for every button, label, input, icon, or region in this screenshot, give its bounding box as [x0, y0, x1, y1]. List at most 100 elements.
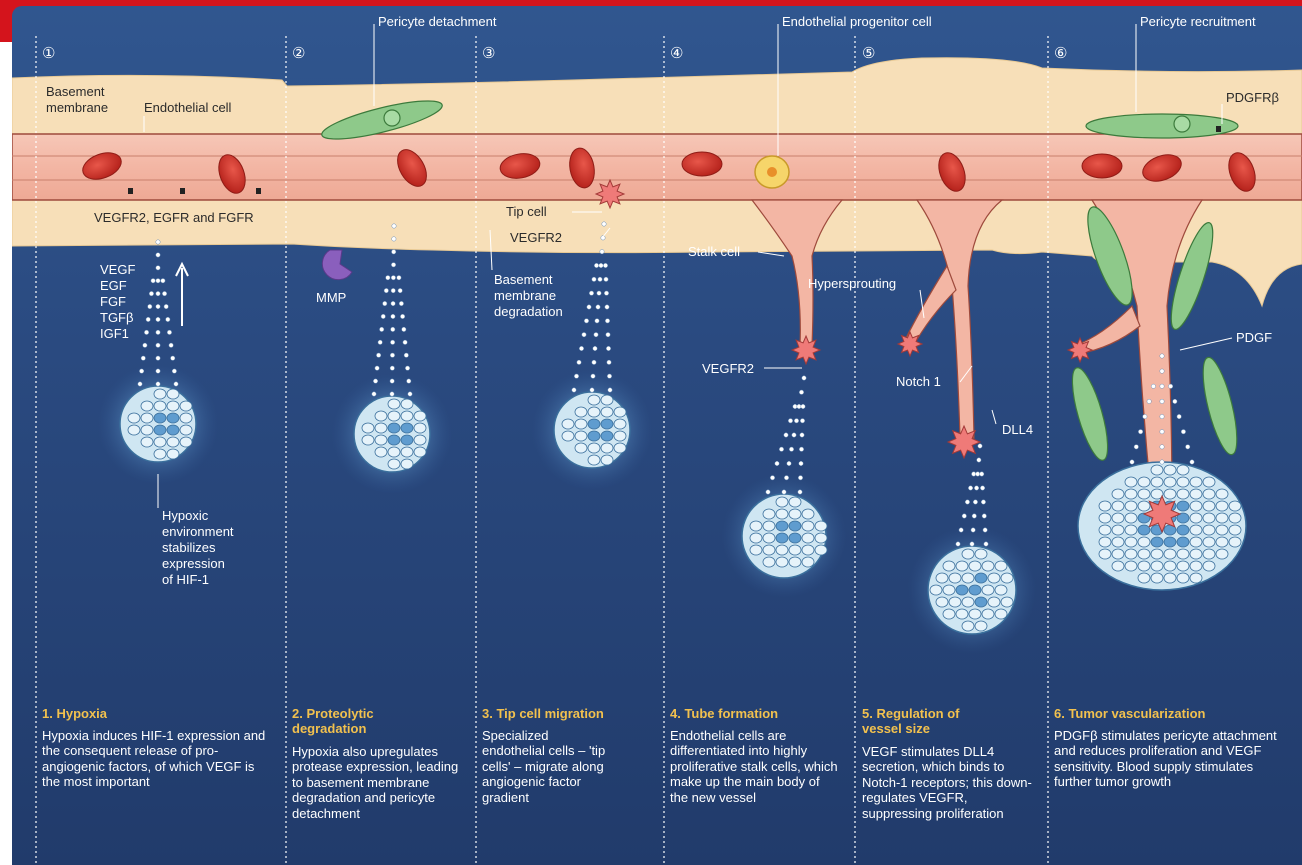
- tumor-cell: [128, 413, 140, 423]
- factor-dot: [375, 366, 379, 370]
- factor-dot: [606, 346, 610, 350]
- tumor-cell: [956, 561, 968, 571]
- tumor-cell: [167, 413, 179, 423]
- factor-dot: [798, 490, 802, 494]
- factor-dot: [390, 340, 394, 344]
- tumor-cell: [988, 573, 1000, 583]
- label-endothelial-progenitor: Endothelial progenitor cell: [782, 14, 932, 29]
- tumor-cell: [975, 621, 987, 631]
- factor-dot: [1147, 399, 1151, 403]
- tumor-cell: [1203, 501, 1215, 511]
- factor-dot: [156, 266, 160, 270]
- caption-title-5: 5. Regulation of vessel size: [862, 706, 992, 736]
- factor-dot: [593, 346, 597, 350]
- label-basement-1: Basement: [46, 84, 105, 99]
- factor-dot: [597, 291, 601, 295]
- caption-body-3: Specialized endothelial cells – 'tip cel…: [482, 728, 606, 805]
- factor-dot: [582, 332, 586, 336]
- factor-dot: [784, 476, 788, 480]
- factor-dot: [139, 369, 143, 373]
- tumor-cell: [1203, 549, 1215, 559]
- tumor-cell: [167, 449, 179, 459]
- tumor-cell: [1203, 477, 1215, 487]
- factor-dot: [156, 356, 160, 360]
- tumor-cell: [1203, 489, 1215, 499]
- tumor-cell: [414, 423, 426, 433]
- growth-factor-dots: [138, 222, 1194, 546]
- caption-title-2: 2. Proteolytic degradation: [292, 706, 402, 736]
- factor-dot: [146, 317, 150, 321]
- tumor-cell: [956, 585, 968, 595]
- factor-dot: [156, 369, 160, 373]
- tumor-cell: [1177, 537, 1189, 547]
- factor-dot: [594, 263, 598, 267]
- factor-dot: [386, 275, 390, 279]
- tumor-cell: [1177, 561, 1189, 571]
- tumor-cell: [128, 425, 140, 435]
- tumor-cell: [815, 545, 827, 555]
- tumor-cell: [988, 597, 1000, 607]
- factor-dot: [770, 476, 774, 480]
- tumor-cell: [180, 437, 192, 447]
- tumor-cell: [776, 509, 788, 519]
- factor-dot: [1190, 460, 1194, 464]
- tumor-cell: [1151, 549, 1163, 559]
- tumor-cell: [995, 609, 1007, 619]
- tumor-cell: [1125, 489, 1137, 499]
- tumor-cell: [776, 533, 788, 543]
- tumor-cell: [789, 521, 801, 531]
- tip-cell: [596, 180, 624, 208]
- tumor-cell: [802, 509, 814, 519]
- factor-dot: [977, 458, 981, 462]
- factor-dot: [391, 327, 395, 331]
- factor-dot: [156, 253, 160, 257]
- factor-dot: [390, 392, 394, 396]
- pericyte-left-2: [1065, 365, 1115, 464]
- label-pdgf: PDGF: [1236, 330, 1272, 345]
- factor-dot: [392, 224, 396, 228]
- tumor-cell: [1125, 549, 1137, 559]
- factor-dot: [607, 374, 611, 378]
- tumor-cell: [1216, 513, 1228, 523]
- tumor-cell: [1229, 537, 1241, 547]
- tumor-cell: [614, 407, 626, 417]
- step-number-1: ①: [42, 45, 55, 62]
- factor-dot: [604, 291, 608, 295]
- tumor-cell: [969, 609, 981, 619]
- tumor-cell: [789, 497, 801, 507]
- tumor-cell: [1216, 549, 1228, 559]
- tumor-cell: [575, 431, 587, 441]
- tumor-cell: [1190, 573, 1202, 583]
- tumor-cell: [388, 411, 400, 421]
- tumor-cell: [1177, 573, 1189, 583]
- factor-dot: [162, 291, 166, 295]
- label-hypoxic-0: Hypoxic: [162, 508, 209, 523]
- factor-dot: [794, 419, 798, 423]
- factor-dot: [390, 366, 394, 370]
- factor-dot: [972, 472, 976, 476]
- tumor-cell: [1190, 477, 1202, 487]
- factor-dot: [959, 528, 963, 532]
- factor-dot: [792, 433, 796, 437]
- factor-dot: [782, 490, 786, 494]
- factor-dot: [602, 222, 606, 226]
- tumor-cell: [180, 401, 192, 411]
- factor-dot: [407, 379, 411, 383]
- factor-dot: [970, 542, 974, 546]
- label-pdgfrb: PDGFRβ: [1226, 90, 1279, 105]
- tumor-cell: [375, 435, 387, 445]
- factor-dot: [1181, 430, 1185, 434]
- factor-dot: [787, 461, 791, 465]
- factor-dot: [978, 444, 982, 448]
- pericyte-step2-nucleus: [384, 110, 400, 126]
- tumor-cell: [975, 597, 987, 607]
- tumor-cell: [1151, 465, 1163, 475]
- factor-dot: [156, 343, 160, 347]
- factor-dot: [971, 528, 975, 532]
- factor-dot: [980, 486, 984, 490]
- label-factor-0: VEGF: [100, 262, 135, 277]
- tumor-cell: [601, 407, 613, 417]
- tip-cell: [1068, 338, 1092, 362]
- factor-dot: [166, 317, 170, 321]
